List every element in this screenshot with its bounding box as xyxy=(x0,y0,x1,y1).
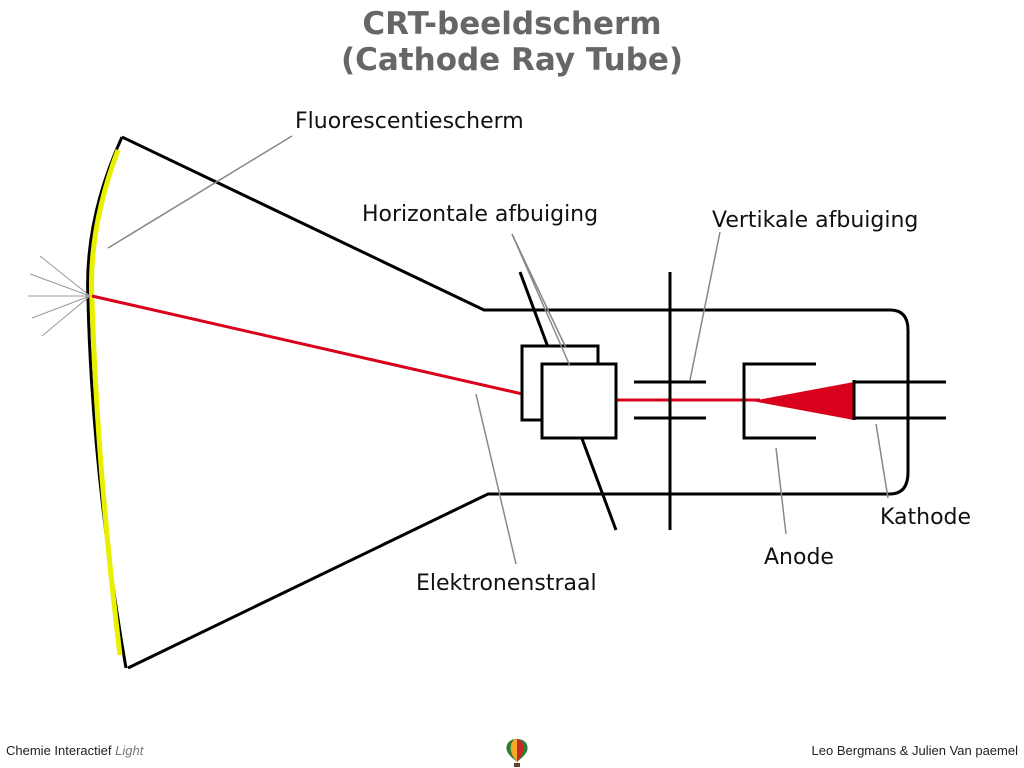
balloon-icon xyxy=(506,739,528,767)
horizontal-deflection-plates xyxy=(518,271,618,531)
footer-authors: Leo Bergmans & Julien Van paemel xyxy=(811,743,1018,758)
title-line-2: (Cathode Ray Tube) xyxy=(340,42,684,78)
label-electron-beam: Elektronenstraal xyxy=(416,571,597,596)
label-fluorescent-screen: Fluorescentiescherm xyxy=(295,109,524,134)
label-vertical-deflection: Vertikale afbuiging xyxy=(712,208,918,233)
label-horizontal-deflection: Horizontale afbuiging xyxy=(362,202,598,227)
electron-beam xyxy=(91,294,541,400)
label-cathode: Kathode xyxy=(880,505,971,530)
label-anode: Anode xyxy=(764,545,834,570)
tube-outline xyxy=(121,135,910,670)
leader-lines xyxy=(107,135,889,565)
footer-brand-light: Light xyxy=(115,743,144,758)
beam-cone xyxy=(752,382,854,420)
anode xyxy=(742,362,816,440)
title-line-1: CRT-beeldscherm xyxy=(362,6,662,42)
footer-brand: Chemie Interactief Light xyxy=(6,743,143,758)
footer-brand-main: Chemie Interactief xyxy=(6,743,112,758)
fluorescent-coating xyxy=(89,149,123,656)
cathode xyxy=(852,380,946,420)
light-rays xyxy=(28,255,91,337)
page-title: CRT-beeldscherm (Cathode Ray Tube) xyxy=(0,6,1024,78)
vertical-deflection-plates xyxy=(634,272,706,530)
screen-curve xyxy=(86,136,128,669)
